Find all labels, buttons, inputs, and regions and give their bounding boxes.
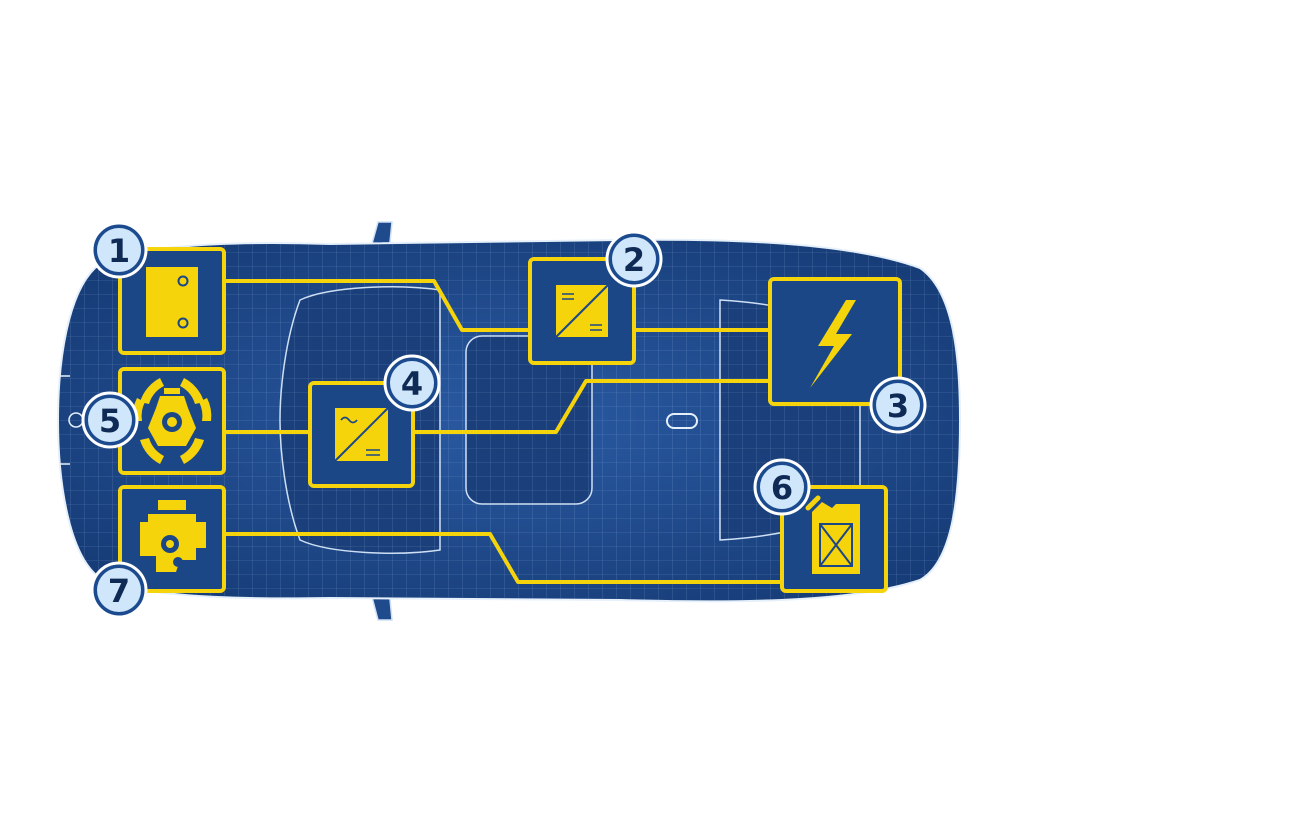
badge-3[interactable]: 3 xyxy=(869,376,927,434)
badge-number: 7 xyxy=(108,572,130,610)
dc-dc-converter-icon xyxy=(555,284,609,338)
combustion-engine-icon xyxy=(140,500,206,572)
badge-6[interactable]: 6 xyxy=(753,458,811,516)
badge-number: 5 xyxy=(99,402,121,440)
badge-5[interactable]: 5 xyxy=(81,391,139,449)
antenna xyxy=(666,413,698,429)
line-4-3 xyxy=(413,379,770,434)
badge-7[interactable]: 7 xyxy=(90,561,148,619)
badge-1[interactable]: 1 xyxy=(90,221,148,279)
ac-dc-inverter-icon xyxy=(334,407,389,462)
battery-icon xyxy=(146,267,198,337)
badge-number: 4 xyxy=(401,365,423,403)
badge-number: 6 xyxy=(771,469,793,507)
lightning-bolt-icon xyxy=(810,300,856,388)
connector-lines xyxy=(224,279,782,584)
badge-2[interactable]: 2 xyxy=(605,230,663,288)
badge-number: 2 xyxy=(623,241,645,279)
electric-motor-icon xyxy=(132,378,212,464)
badge-4[interactable]: 4 xyxy=(383,354,441,412)
badge-number: 1 xyxy=(108,232,130,270)
line-1-2 xyxy=(224,279,530,332)
number-badges: 1 2 3 4 5 6 7 xyxy=(81,221,927,619)
fuel-can-icon xyxy=(805,495,860,574)
line-7-6 xyxy=(224,532,782,584)
badge-number: 3 xyxy=(887,387,909,425)
